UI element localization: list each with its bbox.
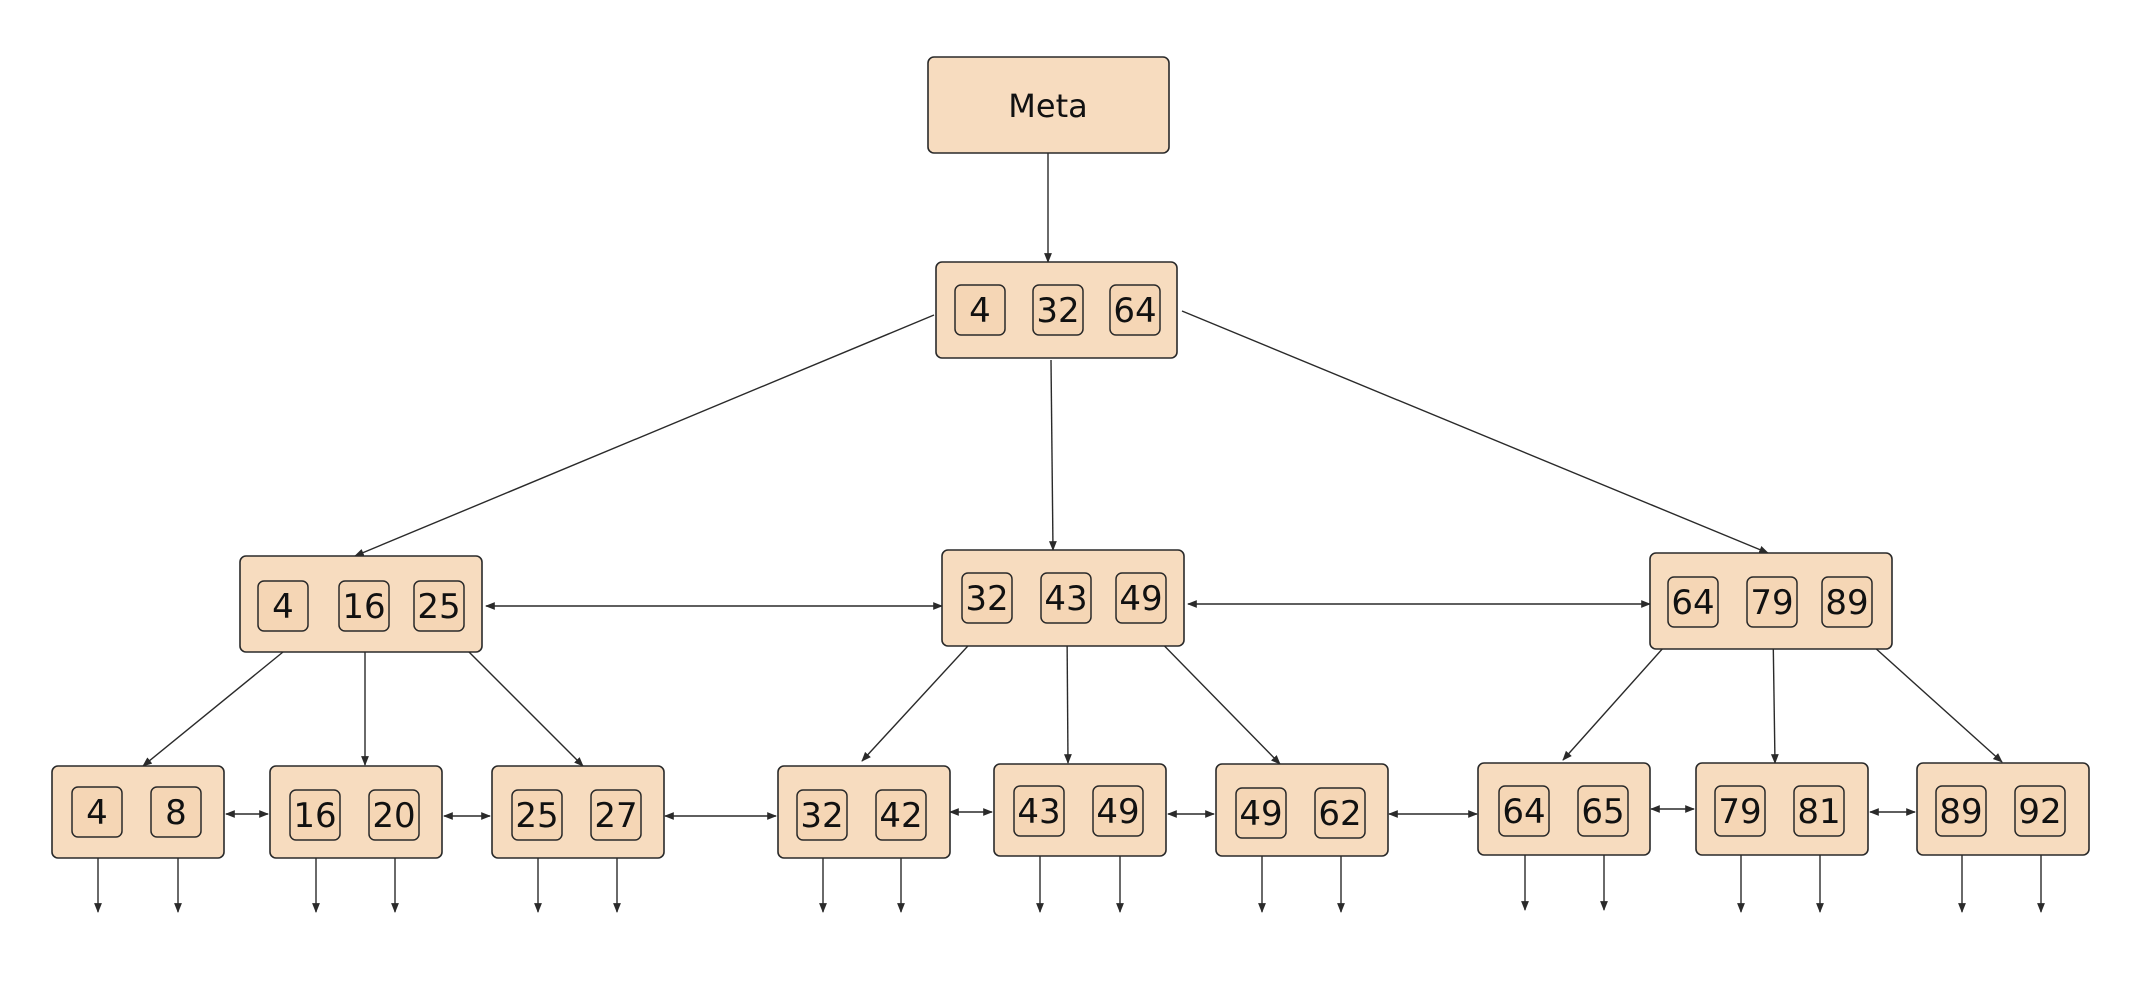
key-value: 81 <box>1797 792 1840 832</box>
edge-root-to-internal-2 <box>1048 359 1057 551</box>
leaf-key: 64 <box>1498 785 1550 837</box>
internal-key: 16 <box>338 580 390 632</box>
key-value: 49 <box>1239 794 1282 834</box>
key-value: 64 <box>1113 291 1156 331</box>
leaf-key: 92 <box>2014 785 2066 837</box>
leaf-node-9: 89 92 <box>1916 762 2090 856</box>
root-key: 32 <box>1032 284 1084 336</box>
key-value: 16 <box>342 587 385 627</box>
key-value: 16 <box>293 796 336 836</box>
leaf-key: 65 <box>1577 785 1629 837</box>
internal-key: 4 <box>257 580 309 632</box>
edge-internal-3-to-leaf-9 <box>1852 627 2003 763</box>
key-value: 25 <box>417 587 460 627</box>
leaf-key: 20 <box>368 789 420 841</box>
leaf-key: 43 <box>1013 785 1065 837</box>
meta-node: Meta <box>927 56 1170 154</box>
key-value: 32 <box>800 796 843 836</box>
meta-label: Meta <box>1008 87 1087 125</box>
internal-node-2: 32 43 49 <box>941 549 1185 647</box>
key-value: 25 <box>515 796 558 836</box>
leaf-node-4: 32 42 <box>777 765 951 859</box>
leaf-key: 79 <box>1714 785 1766 837</box>
key-value: 89 <box>1939 792 1982 832</box>
key-value: 4 <box>86 793 108 833</box>
root-key: 4 <box>954 284 1006 336</box>
key-value: 43 <box>1044 579 1087 619</box>
key-value: 27 <box>594 796 637 836</box>
internal-key: 64 <box>1667 576 1719 628</box>
key-value: 32 <box>1036 291 1079 331</box>
root-node: 4 32 64 <box>935 261 1178 359</box>
internal-key: 25 <box>413 580 465 632</box>
key-value: 4 <box>272 587 294 627</box>
internal-key: 43 <box>1040 572 1092 624</box>
leaf-key: 4 <box>71 786 123 838</box>
internal-key: 32 <box>961 572 1013 624</box>
leaf-key: 81 <box>1793 785 1845 837</box>
edge-root-to-internal-3 <box>1181 310 1769 554</box>
leaf-key: 8 <box>150 786 202 838</box>
key-value: 64 <box>1502 792 1545 832</box>
leaf-key: 62 <box>1314 787 1366 839</box>
leaf-key: 49 <box>1092 785 1144 837</box>
leaf-node-2: 16 20 <box>269 765 443 859</box>
key-value: 79 <box>1750 583 1793 623</box>
key-value: 42 <box>879 796 922 836</box>
key-value: 49 <box>1119 579 1162 619</box>
leaf-node-5: 43 49 <box>993 763 1167 857</box>
key-value: 92 <box>2018 792 2061 832</box>
leaf-key: 42 <box>875 789 927 841</box>
leaf-node-3: 25 27 <box>491 765 665 859</box>
key-value: 49 <box>1096 792 1139 832</box>
key-value: 32 <box>965 579 1008 619</box>
key-value: 8 <box>165 793 187 833</box>
root-key: 64 <box>1109 284 1161 336</box>
leaf-node-6: 49 62 <box>1215 763 1389 857</box>
internal-key: 89 <box>1821 576 1873 628</box>
leaf-key: 25 <box>511 789 563 841</box>
key-value: 43 <box>1017 792 1060 832</box>
internal-key: 49 <box>1115 572 1167 624</box>
edge-internal-2-to-leaf-5 <box>1064 627 1072 764</box>
leaf-node-7: 64 65 <box>1477 762 1651 856</box>
internal-node-3: 64 79 89 <box>1649 552 1893 650</box>
leaf-key: 32 <box>796 789 848 841</box>
key-value: 4 <box>969 291 991 331</box>
edge-internal-3-to-leaf-8 <box>1770 627 1779 764</box>
edge-internal-3-to-leaf-7 <box>1562 627 1682 761</box>
leaf-key: 16 <box>289 789 341 841</box>
key-value: 20 <box>372 796 415 836</box>
key-value: 62 <box>1318 794 1361 834</box>
key-value: 89 <box>1825 583 1868 623</box>
key-value: 65 <box>1581 792 1624 832</box>
internal-node-1: 4 16 25 <box>239 555 483 653</box>
key-value: 64 <box>1671 583 1714 623</box>
leaf-node-8: 79 81 <box>1695 762 1869 856</box>
edge-root-to-internal-1 <box>354 314 935 557</box>
leaf-key: 89 <box>1935 785 1987 837</box>
leaf-key: 27 <box>590 789 642 841</box>
internal-key: 79 <box>1746 576 1798 628</box>
leaf-key: 49 <box>1235 787 1287 839</box>
leaf-node-1: 4 8 <box>51 765 225 859</box>
edge-internal-1-to-leaf-1 <box>142 651 284 767</box>
key-value: 79 <box>1718 792 1761 832</box>
